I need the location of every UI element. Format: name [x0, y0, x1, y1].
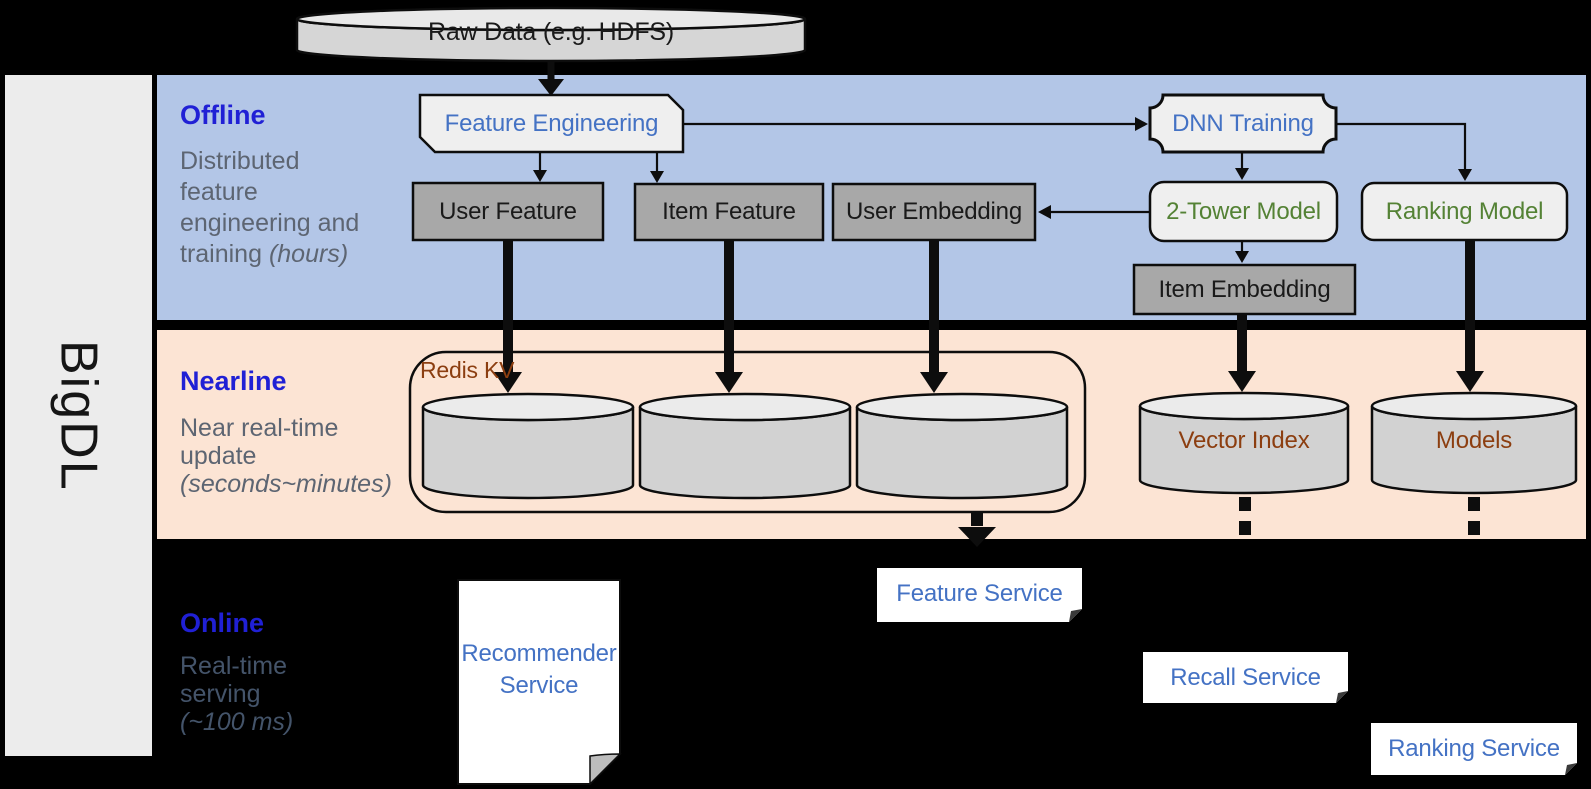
recommender-service-fold: [589, 753, 622, 786]
redis-kv-container: [408, 350, 1087, 514]
raw-data-cylinder: [295, 6, 807, 63]
arrow-two-tower-to-user-embedding: [1038, 205, 1149, 219]
user-embedding-box: [831, 182, 1037, 242]
arrow-ranking-model-to-models: [1456, 241, 1484, 392]
models-cylinder: [1370, 391, 1578, 495]
ranking-service-shape: [1371, 723, 1577, 775]
redis-cylinder-2: [638, 392, 852, 500]
arrow-dnn-to-ranking-model: [1337, 122, 1472, 181]
arrow-rawdata-to-feature-engineering: [538, 60, 564, 96]
arrow-user-feature-to-redis: [494, 241, 522, 393]
arrow-fe-to-item-feature: [650, 153, 664, 183]
arrow-fe-to-user-feature: [533, 153, 547, 182]
arrow-dnn-to-two-tower: [1235, 153, 1249, 180]
redis-cylinder-3: [855, 392, 1069, 500]
redis-cylinder-1: [421, 392, 635, 500]
feature-service-shape: [877, 568, 1082, 622]
arrow-user-embedding-to-redis: [920, 241, 948, 393]
feature-engineering-shape: [418, 93, 685, 154]
item-feature-box: [633, 182, 825, 242]
bigdl-sidebar: BigDL: [5, 75, 152, 756]
two-tower-model-box: [1148, 180, 1339, 243]
vector-index-cylinder: [1138, 391, 1350, 495]
ranking-model-box: [1360, 181, 1569, 242]
arrow-fe-to-dnn-training: [684, 117, 1148, 131]
arrow-item-feature-to-redis: [715, 241, 743, 393]
recall-service-shape: [1143, 652, 1348, 703]
dnn-training-shape: [1148, 93, 1338, 154]
user-feature-box: [411, 181, 605, 242]
bigdl-logo-text: BigDL: [49, 339, 108, 492]
arrow-two-tower-to-item-embedding: [1235, 242, 1249, 263]
recommender-service-shape: [457, 579, 622, 786]
item-embedding-box: [1132, 263, 1357, 316]
arrow-redis-to-feature-service: [958, 513, 996, 547]
arrow-item-embedding-to-vector-index: [1228, 315, 1256, 392]
